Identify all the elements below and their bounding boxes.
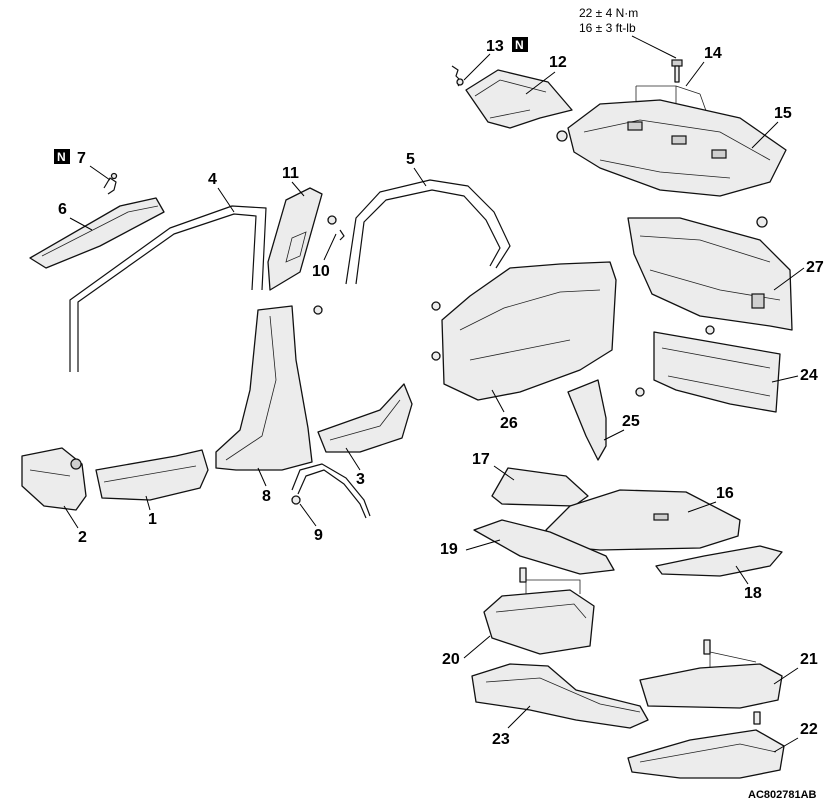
part-6-a-pillar-trim <box>29 197 165 269</box>
part-23-storage-tray <box>471 663 649 729</box>
leader-18 <box>735 565 749 585</box>
callout-5: 5 <box>406 151 415 168</box>
leader-14 <box>685 61 705 87</box>
callout-26: 26 <box>500 415 518 432</box>
leader-13 <box>463 53 491 81</box>
torque-leader <box>631 35 677 59</box>
callout-21: 21 <box>800 651 818 668</box>
callout-8: 8 <box>262 488 271 505</box>
leader-11 <box>291 181 305 197</box>
callout-24: 24 <box>800 367 818 384</box>
part-26-trunk-side-trim <box>431 261 617 401</box>
callout-1: 1 <box>148 511 157 528</box>
torque-spec-metric: 22 ± 4 N·m <box>579 6 638 20</box>
part-10-clip <box>313 215 345 315</box>
callout-14: 14 <box>704 45 722 62</box>
callout-6: 6 <box>58 201 67 218</box>
part-24-trunk-rear-trim <box>635 331 781 413</box>
part-7-clip <box>103 172 118 195</box>
leader-8 <box>257 467 267 487</box>
callout-15: 15 <box>774 105 792 122</box>
callout-11: 11 <box>282 165 299 182</box>
part-8-center-pillar-lower <box>215 305 313 471</box>
leader-10 <box>323 233 337 261</box>
leader-21 <box>773 667 799 685</box>
leader-6 <box>69 217 93 231</box>
leader-25 <box>603 429 625 441</box>
badge-7: N <box>57 150 66 164</box>
part-2-kick-panel <box>21 447 87 511</box>
callout-13: 13 <box>486 38 504 55</box>
figure-code: AC802781AB <box>748 789 817 801</box>
part-25-side-cover <box>567 379 607 461</box>
callout-19: 19 <box>440 541 458 558</box>
leader-22 <box>773 737 799 753</box>
callout-25: 25 <box>622 413 640 430</box>
leader-7 <box>89 165 111 181</box>
part-15-rear-shelf <box>556 99 787 197</box>
part-19-mat <box>473 519 615 575</box>
part-4-door-weatherstrip <box>69 205 267 372</box>
leader-24 <box>771 375 799 383</box>
leader-15 <box>751 121 779 149</box>
callout-18: 18 <box>744 585 762 602</box>
callout-4: 4 <box>208 171 217 188</box>
callout-20: 20 <box>442 651 460 668</box>
leader-19 <box>465 539 501 551</box>
badge-13: N <box>515 38 524 52</box>
torque-spec-imperial: 16 ± 3 ft-lb <box>579 21 636 35</box>
leader-17 <box>493 465 515 481</box>
part-22-storage-tray <box>627 711 785 779</box>
callout-3: 3 <box>356 471 365 488</box>
callout-17: 17 <box>472 451 490 468</box>
leader-12 <box>525 71 556 95</box>
leader-1 <box>145 495 151 511</box>
part-27-trunk-trim <box>627 216 793 335</box>
part-1-front-scuff-plate <box>95 449 209 501</box>
callout-23: 23 <box>492 731 510 748</box>
part-12-trim-panel <box>465 69 573 129</box>
part-20-storage-box <box>483 567 595 655</box>
badge-13-box <box>512 37 528 52</box>
leader-26 <box>491 389 505 413</box>
callout-10: 10 <box>312 263 330 280</box>
part-14-bolt <box>671 59 683 83</box>
callout-22: 22 <box>800 721 818 738</box>
part-17-mat <box>491 467 589 507</box>
leader-2 <box>63 505 79 529</box>
leader-9 <box>299 503 317 527</box>
leader-5 <box>413 167 427 187</box>
leader-27 <box>773 267 805 291</box>
leader-23 <box>507 705 531 729</box>
part-5-rear-weatherstrip <box>345 179 511 285</box>
leader-3 <box>345 447 361 471</box>
callout-7: 7 <box>77 150 86 167</box>
callout-2: 2 <box>78 529 87 546</box>
part-21-storage-box <box>639 639 783 709</box>
callout-27: 27 <box>806 259 824 276</box>
callout-9: 9 <box>314 527 323 544</box>
part-18-mat <box>655 545 783 577</box>
badge-7-box <box>54 149 70 164</box>
callout-12: 12 <box>549 54 567 71</box>
leader-20 <box>463 635 491 659</box>
part-11-b-pillar-upper-trim <box>267 187 323 291</box>
leader-4 <box>217 187 235 213</box>
leader-16 <box>687 501 717 513</box>
part-9-weatherstrip-piece <box>291 463 371 519</box>
part-13-clip <box>451 65 464 87</box>
part-3-rear-scuff-plate <box>317 383 413 453</box>
callout-16: 16 <box>716 485 734 502</box>
